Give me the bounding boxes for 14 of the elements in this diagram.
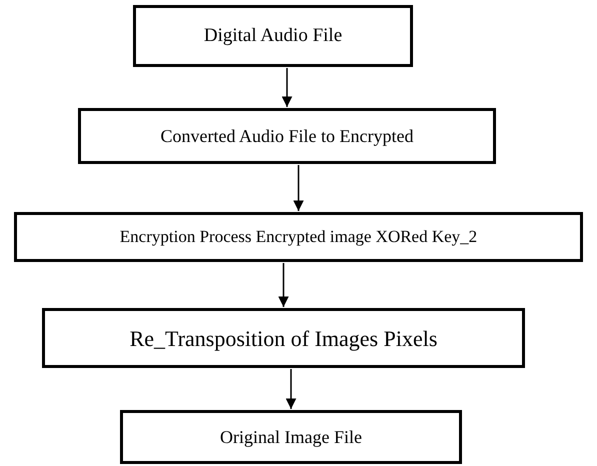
arrow: [286, 369, 296, 409]
arrow: [278, 263, 289, 307]
process-box: [120, 410, 462, 464]
arrow: [293, 165, 304, 211]
box-label: Encryption Process Encrypted image XORed Key_2: [120, 226, 478, 248]
process-box: [42, 308, 525, 368]
box-label: Original Image File: [220, 426, 362, 449]
arrow: [282, 68, 292, 107]
box-label: Re_Transposition of Images Pixels: [130, 324, 438, 353]
process-box: [78, 108, 496, 164]
process-box: [133, 5, 413, 67]
box-label: Digital Audio File: [204, 24, 342, 48]
box-label: Converted Audio File to Encrypted: [160, 124, 414, 148]
process-box: [14, 212, 583, 262]
